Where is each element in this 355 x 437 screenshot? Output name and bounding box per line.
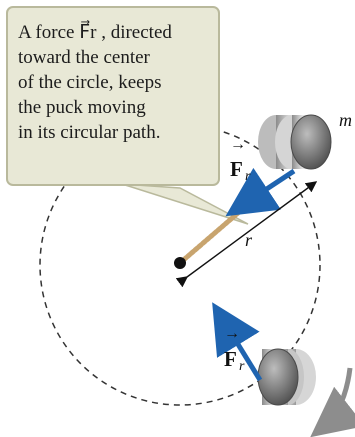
svg-text:F: F — [224, 347, 237, 371]
callout-line: in its circular path. — [18, 122, 161, 143]
radius-label: r — [245, 230, 253, 250]
puck-upper — [258, 114, 332, 170]
string — [177, 210, 241, 266]
svg-text:r: r — [239, 359, 245, 374]
center-point — [174, 257, 186, 269]
svg-text:F: F — [230, 157, 243, 181]
mass-label: m — [339, 110, 352, 130]
callout-text: A force F⃗r , directed toward the center… — [18, 20, 208, 145]
callout-box — [6, 6, 220, 186]
callout-line: toward the center — [18, 47, 150, 68]
force-label-upper: → F r — [230, 136, 251, 184]
svg-text:→: → — [224, 325, 240, 342]
svg-text:r: r — [245, 169, 251, 184]
force-arrow-lower — [212, 302, 263, 382]
svg-text:→: → — [230, 136, 246, 153]
callout-line: the puck moving — [18, 97, 146, 118]
radius-arrow — [175, 181, 318, 288]
callout-line: A force F⃗r , directed — [18, 22, 172, 43]
callout-line: of the circle, keeps — [18, 72, 162, 93]
puck-lower — [257, 348, 316, 406]
rotation-arrow — [310, 367, 355, 437]
force-label-lower: → F r — [224, 325, 245, 374]
circular-path — [39, 124, 321, 406]
